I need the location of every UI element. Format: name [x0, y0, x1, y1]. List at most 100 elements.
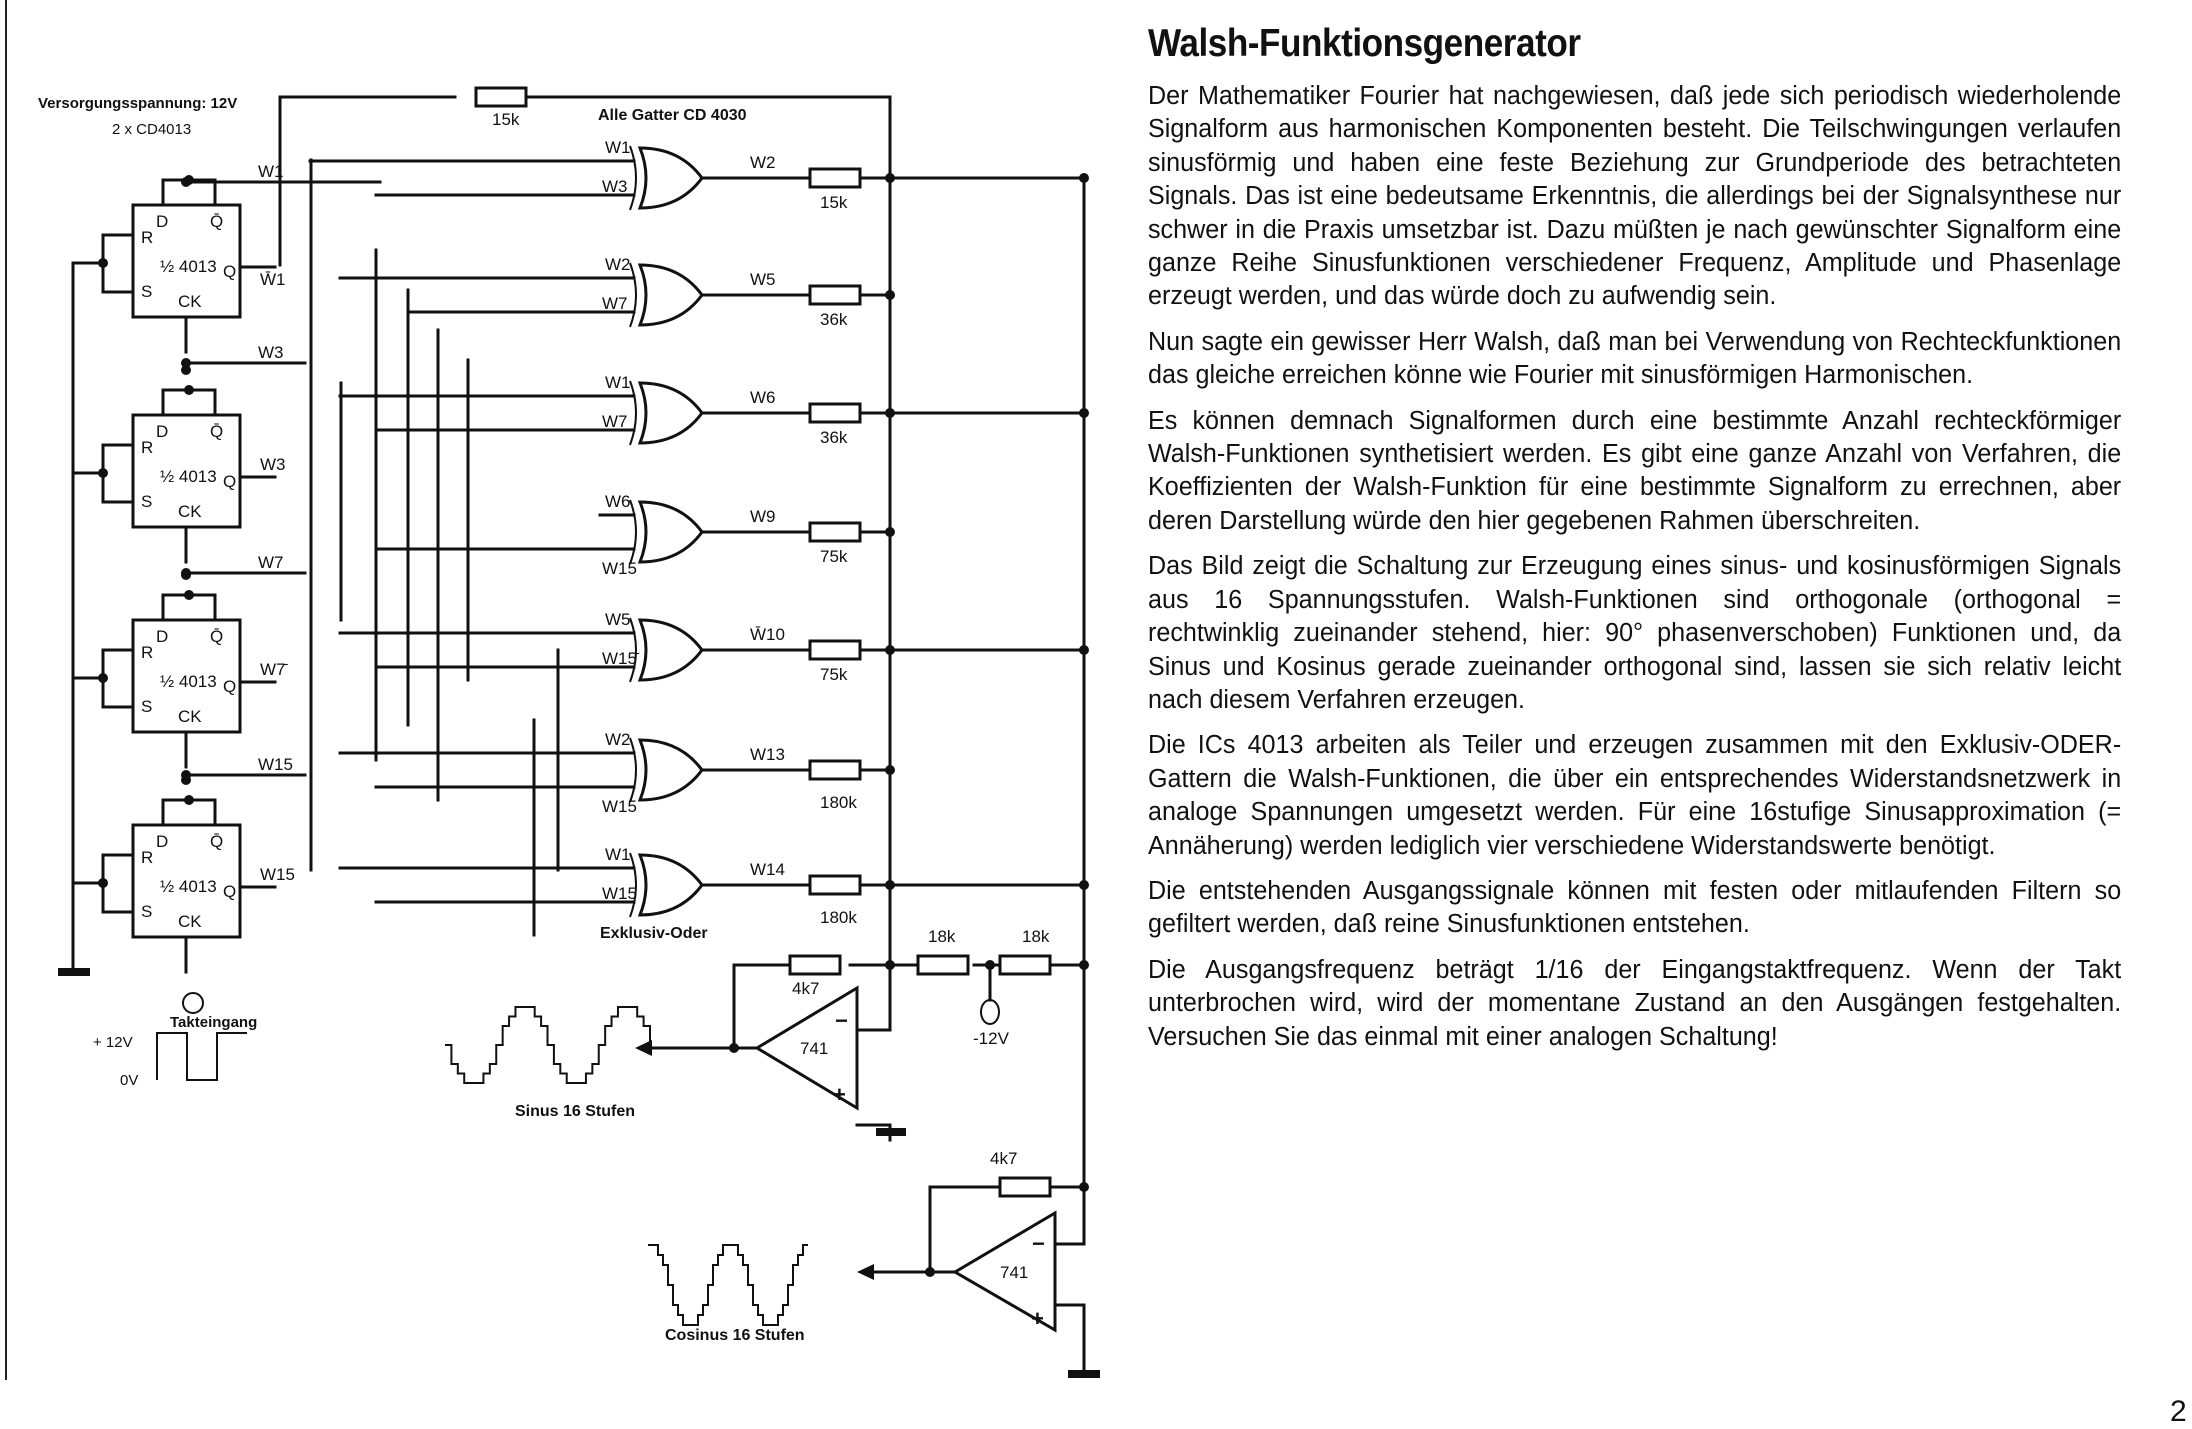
- signal-line-label: W7: [258, 553, 284, 572]
- ground-symbol-left: [58, 968, 90, 976]
- resistor: [808, 639, 862, 661]
- pin-s: S: [141, 282, 152, 301]
- gate-output-label: W9: [750, 507, 776, 526]
- gate-output-label: W13: [750, 745, 785, 764]
- gate-output-label: W̄10: [750, 625, 785, 644]
- pin-q: Q: [223, 472, 236, 491]
- signal-line-label: W15: [258, 755, 293, 774]
- pin-r: R: [141, 848, 153, 867]
- article-paragraph: Die entstehenden Ausgangssignale können …: [1148, 876, 2122, 939]
- gate-output-label: W14: [750, 860, 785, 879]
- resistor-15k-top: [474, 86, 528, 108]
- article-paragraph: Das Bild zeigt die Schaltung zur Erzeugu…: [1148, 552, 2122, 714]
- resistor-18k-b: [998, 954, 1052, 976]
- gate-input-label: W7: [602, 412, 628, 431]
- ground-symbol-cosine: [1068, 1370, 1100, 1378]
- walsh-circuit-schematic: Versorgungsspannung: 12V 2 x CD4013 Alle…: [38, 86, 1100, 1378]
- gate-input-label: W1: [605, 373, 631, 392]
- gate-input-label: W15: [602, 559, 637, 578]
- resistor: [808, 521, 862, 543]
- clock-pulse-waveform: [156, 1032, 247, 1081]
- page-number: 2: [2170, 1395, 2187, 1428]
- pin-ck: CK: [178, 707, 202, 726]
- article-paragraph: Es können demnach Signalformen durch ein…: [1148, 406, 2122, 535]
- pin-q: Q: [223, 882, 236, 901]
- pin-ck: CK: [178, 292, 202, 311]
- resistor-4k7-cosine: [998, 1176, 1052, 1198]
- gate-output-label: W2: [750, 153, 776, 172]
- gate-input-label: W2: [605, 255, 631, 274]
- xor-caption: Exklusiv-Oder: [600, 925, 708, 942]
- flipflop-q-output-label: W3: [260, 455, 286, 474]
- pin-s: S: [141, 902, 152, 921]
- flipflop-part-label: ½ 4013: [160, 257, 217, 276]
- resistor: [808, 284, 862, 306]
- gates-type-label: Alle Gatter CD 4030: [598, 107, 747, 124]
- pin-q: Q: [223, 262, 236, 281]
- cosine-output-arrow: [857, 1264, 874, 1280]
- article: Walsh-Funktionsgenerator Der Mathematike…: [1148, 22, 2136, 1066]
- pin-r: R: [141, 438, 153, 457]
- article-paragraph: Die ICs 4013 arbeiten als Teiler und erz…: [1148, 731, 2122, 860]
- gate-input-label: W1: [605, 845, 631, 864]
- resistor-4k7-sine: [788, 954, 842, 976]
- pin-q: Q: [223, 677, 236, 696]
- sine-output-arrow: [635, 1040, 652, 1056]
- pin-ck: CK: [178, 502, 202, 521]
- resistor-value-label: 75k: [820, 547, 848, 566]
- opamp-cosine: [952, 1210, 1057, 1333]
- clock-input-label: Takteingang: [170, 1014, 257, 1031]
- resistor: [808, 874, 862, 896]
- gate-input-label: W3: [602, 177, 628, 196]
- resistor-label-top: 15k: [492, 110, 520, 129]
- pin-qbar: Q̄: [210, 422, 223, 441]
- flipflop-part-label: ½ 4013: [160, 672, 217, 691]
- pin-ck: CK: [178, 912, 202, 931]
- svg-text:−: −: [1032, 1231, 1045, 1256]
- resistor: [808, 402, 862, 424]
- pin-d: D: [156, 422, 168, 441]
- resistor-18k-a: [916, 954, 970, 976]
- article-paragraph: Der Mathematiker Fourier hat nachgewiese…: [1148, 82, 2122, 311]
- ic-count-label: 2 x CD4013: [112, 121, 191, 138]
- svg-text:+: +: [833, 1082, 846, 1107]
- resistor-label-18k-b: 18k: [1022, 927, 1050, 946]
- article-paragraph: Die Ausgangsfrequenz beträgt 1/16 der Ei…: [1148, 955, 2122, 1051]
- resistor-label-18k-a: 18k: [928, 927, 956, 946]
- negative-supply-terminal: [980, 999, 1000, 1025]
- opamp-cosine-label: 741: [1000, 1263, 1028, 1282]
- article-title: Walsh-Funktionsgenerator: [1148, 22, 1581, 65]
- resistor-value-label: 180k: [820, 793, 857, 812]
- resistor-value-label: 36k: [820, 310, 848, 329]
- resistor-label-4k7-cosine: 4k7: [990, 1149, 1017, 1168]
- signal-line-label: W1: [258, 162, 284, 181]
- ground-symbol-sine: [876, 1128, 906, 1136]
- pin-s: S: [141, 492, 152, 511]
- gate-input-label: W2: [605, 730, 631, 749]
- pin-s: S: [141, 697, 152, 716]
- resistor-value-label: 15k: [820, 193, 848, 212]
- pin-d: D: [156, 212, 168, 231]
- flipflop-q-output-label: W15: [260, 865, 295, 884]
- gate-input-label: W15: [602, 797, 637, 816]
- gate-input-label: W15: [602, 884, 637, 903]
- pin-r: R: [141, 228, 153, 247]
- flipflop-q-output-label: W7̄: [260, 660, 289, 679]
- gate-output-label: W5: [750, 270, 776, 289]
- opamp-sine: [754, 985, 859, 1111]
- gate-output-label: W6: [750, 388, 776, 407]
- pin-qbar: Q̄: [210, 212, 223, 231]
- resistor-value-label: 36k: [820, 428, 848, 447]
- svg-text:+: +: [1031, 1306, 1044, 1331]
- supply-voltage-label: Versorgungsspannung: 12V: [38, 95, 237, 112]
